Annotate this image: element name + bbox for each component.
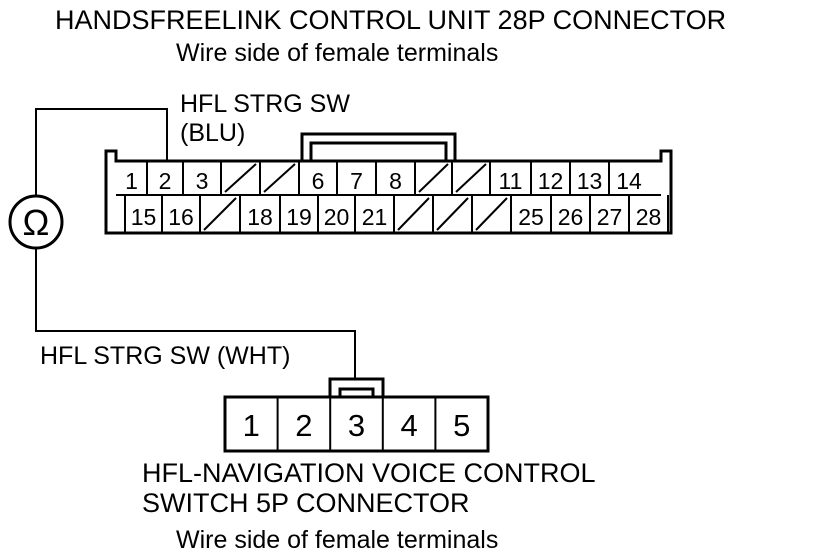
terminal-number: 27 — [597, 204, 623, 230]
connector-28p-body — [104, 149, 673, 235]
terminal-28p-r1-cell — [455, 163, 487, 193]
terminal-28p-r2-cell — [436, 197, 469, 231]
terminal-number: 12 — [538, 168, 564, 194]
terminal-28p-r2-cell — [397, 197, 430, 231]
terminal-number: 26 — [558, 204, 584, 230]
terminal-28p-r1-cell: 8 — [389, 168, 402, 194]
terminal-28p-r1-cell: 2 — [159, 168, 172, 194]
terminal-28p-r2-cell: 15 — [131, 204, 157, 230]
terminal-28p-r2-cell: 26 — [558, 204, 584, 230]
terminal-number: 19 — [286, 204, 312, 230]
terminal-28p-r1-cell: 12 — [538, 168, 564, 194]
terminal-28p-r1-cell: 3 — [196, 168, 209, 194]
unused-terminal-slash — [203, 197, 237, 231]
wire-label-wht: HFL STRG SW (WHT) — [40, 342, 291, 370]
terminal-5p-number: 4 — [400, 408, 417, 443]
wire-wht — [35, 248, 356, 379]
terminal-number: 1 — [125, 168, 138, 194]
terminal-number: 11 — [499, 168, 523, 194]
terminal-28p-r1-cell — [224, 163, 257, 193]
terminal-28p-r1-cell: 7 — [350, 168, 363, 194]
terminal-28p-r2-cell: 18 — [247, 204, 273, 230]
terminal-number: 20 — [324, 204, 350, 230]
terminal-28p-r2-cell — [203, 197, 237, 231]
terminal-28p-r2-cell: 16 — [168, 204, 194, 230]
wire-blu — [35, 108, 168, 196]
terminal-number: 7 — [350, 168, 363, 194]
terminal-number: 3 — [196, 168, 209, 194]
terminal-28p-r1-cell: 13 — [577, 168, 603, 194]
terminal-28p-r2-cell: 27 — [597, 204, 623, 230]
connector-5p-title-line1: HFL-NAVIGATION VOICE CONTROL — [142, 458, 596, 488]
terminal-28p-r1-cell: 14 — [616, 168, 642, 194]
terminal-number: 28 — [636, 204, 662, 230]
unused-terminal-slash — [418, 163, 449, 193]
terminal-5p-number: 2 — [295, 408, 312, 443]
terminal-number: 14 — [616, 168, 642, 194]
terminal-28p-r2-cell: 25 — [518, 204, 544, 230]
terminal-number: 15 — [131, 204, 157, 230]
wire-label-blu-color: (BLU) — [180, 119, 246, 147]
connector-28p-title: HANDSFREELINK CONTROL UNIT 28P CONNECTOR — [55, 5, 727, 35]
connector-5p-lock — [328, 377, 385, 397]
ohmmeter-icon — [8, 194, 64, 250]
connector-5p-subtitle: Wire side of female terminals — [176, 526, 499, 554]
terminal-28p-r2-cell: 19 — [286, 204, 312, 230]
terminal-5p-number: 1 — [243, 408, 260, 443]
connector-5p-title-line2: SWITCH 5P CONNECTOR — [142, 488, 470, 518]
terminal-28p-r2-cell: 21 — [362, 204, 388, 230]
terminal-number: 6 — [312, 168, 325, 194]
terminal-28p-r1-cell: 1 — [125, 168, 138, 194]
terminal-28p-r1-cell: 11 — [499, 168, 523, 194]
terminal-28p-r1-cell: 6 — [312, 168, 325, 194]
terminal-28p-r1-cell — [263, 163, 296, 193]
terminal-28p-r2-cell: 20 — [324, 204, 350, 230]
terminal-5p-number: 3 — [348, 408, 365, 443]
terminal-28p-r1-cell — [418, 163, 449, 193]
terminal-28p-r2-cell — [475, 197, 508, 231]
connector-5p-body — [223, 395, 490, 453]
terminal-5p-number: 5 — [453, 408, 470, 443]
terminal-number: 8 — [389, 168, 402, 194]
connector-28p-subtitle: Wire side of female terminals — [176, 39, 499, 67]
connector-28p-lock — [300, 132, 457, 161]
terminal-number: 25 — [518, 204, 544, 230]
unused-terminal-slash — [475, 197, 508, 231]
terminal-number: 21 — [362, 204, 388, 230]
unused-terminal-slash — [263, 163, 296, 193]
ohm-symbol: Ω — [23, 202, 50, 243]
unused-terminal-slash — [397, 197, 430, 231]
unused-terminal-slash — [436, 197, 469, 231]
unused-terminal-slash — [455, 163, 487, 193]
terminal-28p-r2-cell: 28 — [636, 204, 662, 230]
terminal-number: 2 — [159, 168, 172, 194]
terminal-number: 16 — [168, 204, 194, 230]
terminal-number: 13 — [577, 168, 603, 194]
terminal-number: 18 — [247, 204, 273, 230]
unused-terminal-slash — [224, 163, 257, 193]
wire-label-blu-name: HFL STRG SW — [180, 90, 350, 118]
